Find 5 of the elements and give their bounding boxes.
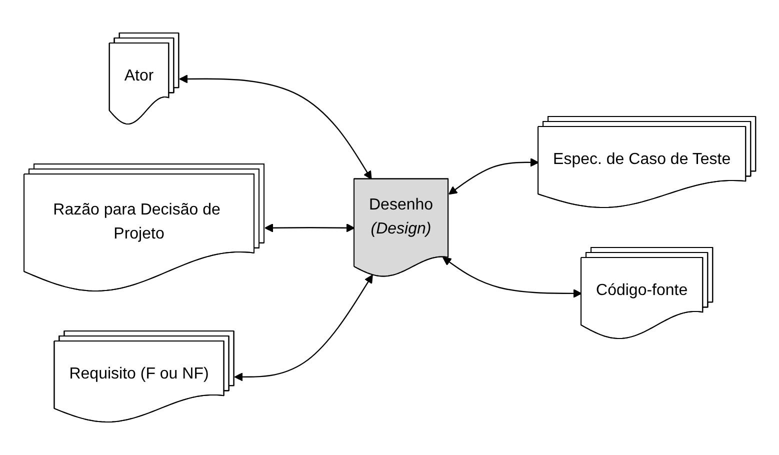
arrow bbox=[264, 224, 355, 232]
arrow bbox=[178, 74, 372, 180]
arrow bbox=[234, 274, 373, 382]
arrow bbox=[448, 158, 539, 195]
arrow bbox=[442, 257, 582, 298]
